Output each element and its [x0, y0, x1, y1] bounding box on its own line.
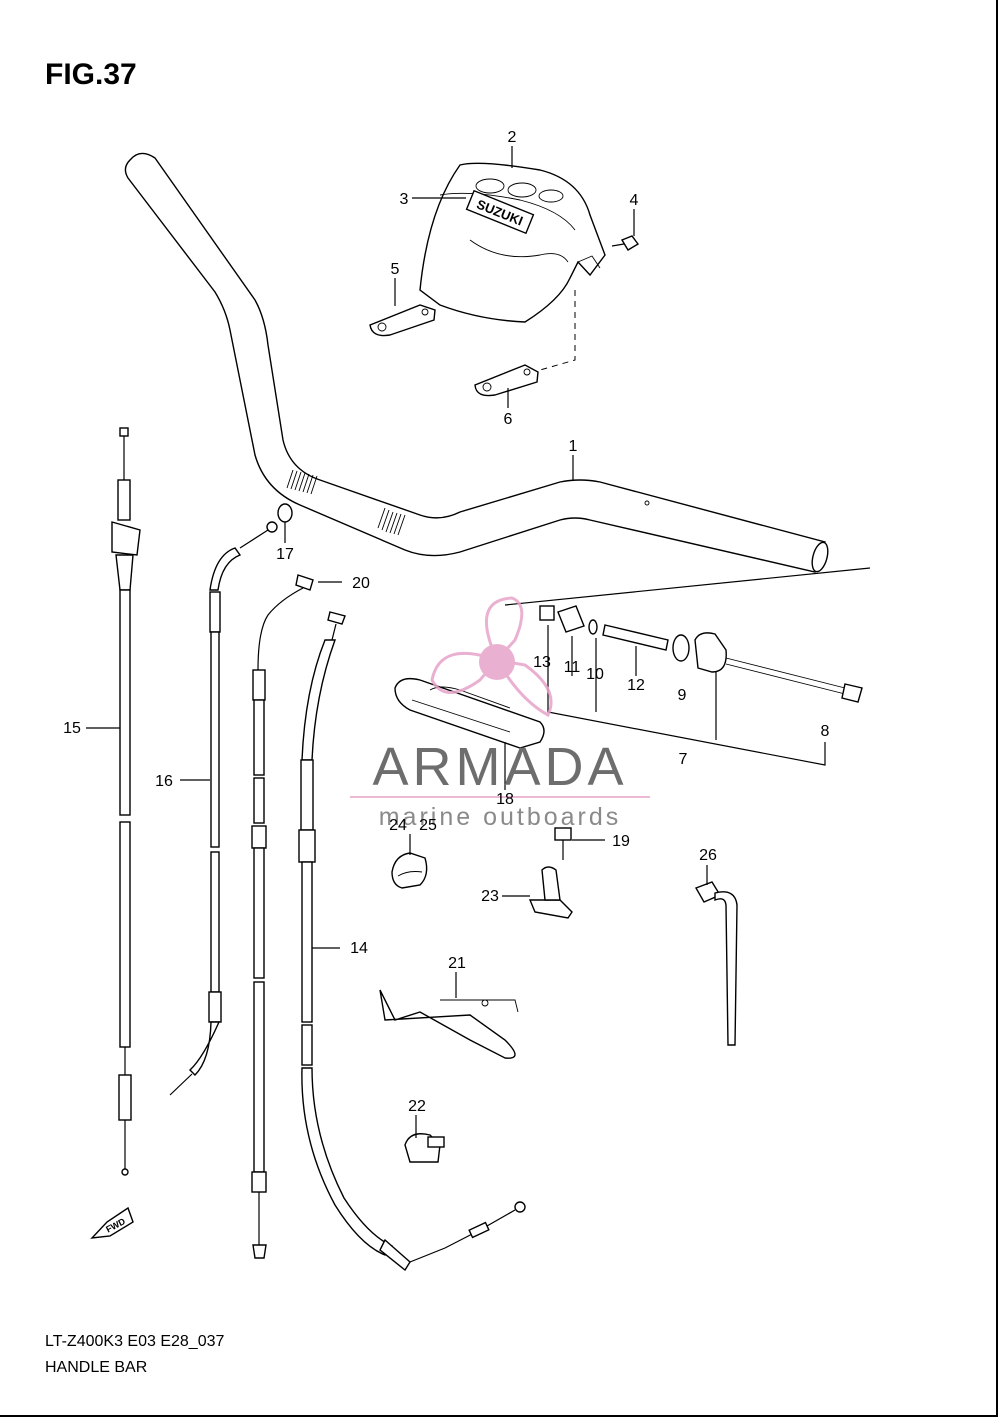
callout-26: 26: [699, 847, 717, 864]
callout-labels: 2 3 4 5 6 1 17 20 13 11 10 12 9 8 7 15 1…: [63, 129, 829, 1115]
watermark-tagline: marine outboards: [379, 803, 622, 831]
figure-title: FIG.37: [45, 58, 137, 91]
callout-8: 8: [821, 723, 830, 740]
watermark: ARMADA marine outboards: [350, 596, 650, 831]
part-26-tie[interactable]: [694, 881, 738, 1046]
part-19-bolt[interactable]: [554, 827, 572, 860]
callout-10: 10: [586, 666, 604, 683]
part-9-collar[interactable]: [672, 634, 690, 662]
callout-1: 1: [569, 438, 578, 455]
knurl-left: [286, 469, 318, 495]
callout-20: 20: [352, 575, 370, 592]
part-8-bolt-shaft[interactable]: [725, 657, 846, 689]
part-12-tube[interactable]: [602, 624, 669, 651]
propeller-logo: [430, 596, 553, 718]
cover-bracket-right[interactable]: [474, 364, 539, 397]
callout-15: 15: [63, 720, 81, 737]
model-code: LT-Z400K3 E03 E28_037: [45, 1333, 225, 1350]
fwd-arrow: FWD: [90, 1206, 134, 1239]
part-11-spacer[interactable]: [557, 605, 585, 633]
cover-bracket-left[interactable]: [369, 304, 436, 337]
callout-22: 22: [408, 1098, 426, 1115]
callout-17: 17: [276, 546, 294, 563]
part-17-cap[interactable]: [277, 503, 293, 523]
leader-lines: [86, 146, 708, 1138]
guard-bracket[interactable]: [394, 677, 545, 749]
part-23-bracket[interactable]: [528, 866, 573, 919]
part-22-clamp[interactable]: [404, 1133, 445, 1163]
callout-23: 23: [481, 888, 499, 905]
part-24-25-clamp[interactable]: [391, 852, 428, 889]
callout-3: 3: [400, 191, 409, 208]
knurl-right: [377, 507, 406, 536]
cable-20[interactable]: [251, 574, 314, 1259]
cover-screw[interactable]: [611, 235, 640, 251]
callout-11: 11: [564, 659, 581, 676]
callout-24: 24: [389, 817, 407, 834]
handlebar[interactable]: [124, 152, 830, 573]
callout-7: 7: [679, 751, 688, 768]
callout-21: 21: [448, 955, 466, 972]
callout-2: 2: [508, 129, 517, 146]
callout-18: 18: [496, 791, 514, 808]
cable-15[interactable]: [111, 427, 141, 1176]
callout-19: 19: [612, 833, 630, 850]
part-8-bolt-head[interactable]: [841, 683, 863, 703]
section-name: HANDLE BAR: [45, 1359, 148, 1376]
callout-13: 13: [533, 654, 551, 671]
callout-16: 16: [155, 773, 173, 790]
part-10-washer[interactable]: [588, 619, 598, 635]
part-13-nut[interactable]: [539, 605, 555, 621]
part-7-weight[interactable]: [694, 632, 727, 673]
end-weight-assembly[interactable]: [504, 567, 871, 766]
callout-5: 5: [391, 261, 400, 278]
callout-25: 25: [419, 817, 437, 834]
callout-12: 12: [627, 677, 645, 694]
watermark-brand: ARMADA: [372, 737, 627, 797]
callout-9: 9: [678, 687, 687, 704]
handlebar-cover[interactable]: [419, 162, 606, 323]
part-21-bracket[interactable]: [379, 989, 519, 1059]
callout-14: 14: [350, 940, 368, 957]
callout-6: 6: [504, 411, 513, 428]
cable-16[interactable]: [169, 521, 278, 1096]
cable-14[interactable]: [298, 611, 526, 1272]
bracket-leader: [539, 290, 576, 371]
callout-4: 4: [630, 192, 639, 209]
